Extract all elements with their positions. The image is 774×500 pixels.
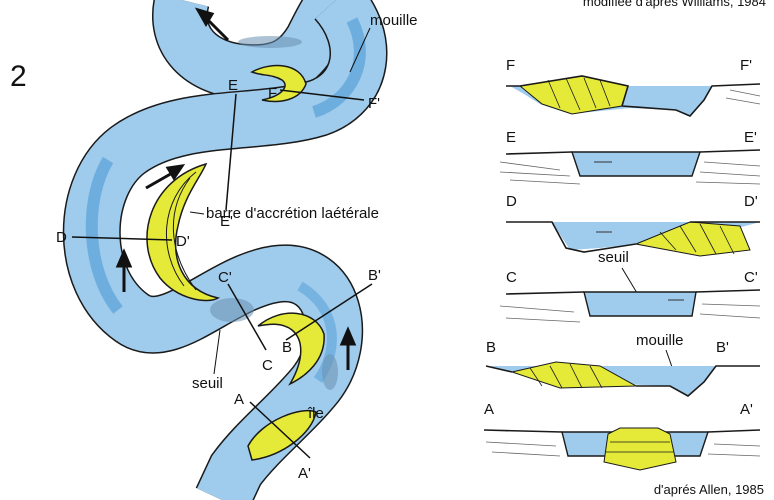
section-B: B B' mouille bbox=[486, 332, 760, 396]
svg-text:F': F' bbox=[740, 57, 752, 74]
section-D: D D' bbox=[506, 193, 760, 256]
map-point-B: B bbox=[282, 339, 292, 356]
map-point-A-prime: A' bbox=[298, 465, 311, 482]
section-C: C C' seuil bbox=[500, 249, 760, 322]
section-F: F F' bbox=[506, 57, 760, 116]
map-point-D: D bbox=[56, 229, 67, 246]
credit-top: modifiée d'après Williams, 1984 bbox=[583, 0, 766, 9]
map-point-E-prime: E' bbox=[220, 213, 233, 230]
riffle-top bbox=[238, 36, 302, 48]
figure-number: 2 bbox=[10, 60, 27, 93]
svg-text:D: D bbox=[506, 193, 517, 210]
label-ile: île bbox=[307, 405, 324, 422]
map-point-E: E bbox=[228, 77, 238, 94]
svg-text:A: A bbox=[484, 401, 494, 418]
section-label-mouille: mouille bbox=[636, 332, 684, 349]
svg-text:D': D' bbox=[744, 193, 758, 210]
map-point-A: A bbox=[234, 391, 244, 408]
map-point-F-prime: F' bbox=[368, 95, 380, 112]
svg-text:C: C bbox=[506, 269, 517, 286]
svg-text:E: E bbox=[506, 129, 516, 146]
river-map bbox=[92, 0, 360, 500]
svg-text:B: B bbox=[486, 339, 496, 356]
svg-text:C': C' bbox=[744, 269, 758, 286]
section-label-seuil: seuil bbox=[598, 249, 629, 266]
label-mouille-map: mouille bbox=[370, 12, 418, 29]
svg-text:B': B' bbox=[716, 339, 729, 356]
credit-bottom: d'aprés Allen, 1985 bbox=[654, 482, 764, 497]
label-seuil-map: seuil bbox=[192, 375, 223, 392]
section-A: A A' bbox=[484, 401, 760, 470]
riffle-low bbox=[322, 354, 338, 390]
map-point-F: F bbox=[268, 85, 277, 102]
map-point-C: C bbox=[262, 357, 273, 374]
map-point-D-prime: D' bbox=[176, 233, 190, 250]
map-point-B-prime: B' bbox=[368, 267, 381, 284]
svg-text:E': E' bbox=[744, 129, 757, 146]
svg-text:A': A' bbox=[740, 401, 753, 418]
section-E: E E' bbox=[500, 129, 760, 184]
svg-text:F: F bbox=[506, 57, 515, 74]
map-point-C-prime: C' bbox=[218, 269, 232, 286]
